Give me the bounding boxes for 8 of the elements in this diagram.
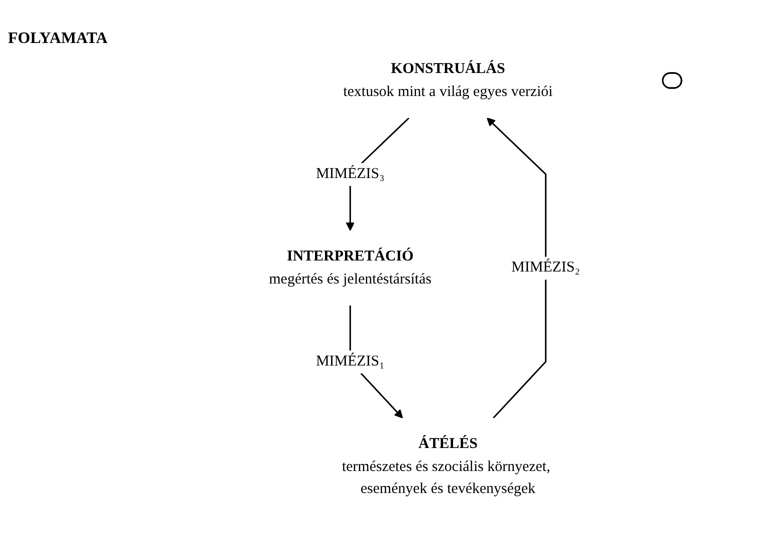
node-text: INTERPRETÁCIÓ megértés és jelentéstársítás — [268, 248, 432, 287]
edge-label: MIMÉZIS₂ — [511, 259, 580, 276]
node-text: KONSTRUÁLÁS textusok mint a világ egyes verziói — [342, 60, 552, 100]
diagram-title: FOLYAMATA — [8, 30, 108, 48]
node-text: ÁTÉLÉS természetes és szociális környezet, események és tevékenységek — [342, 436, 550, 497]
arrow — [486, 117, 546, 418]
edge-label: MIMÉZIS₁ — [316, 353, 384, 370]
edge-label: MIMÉZIS₃ — [316, 166, 384, 182]
